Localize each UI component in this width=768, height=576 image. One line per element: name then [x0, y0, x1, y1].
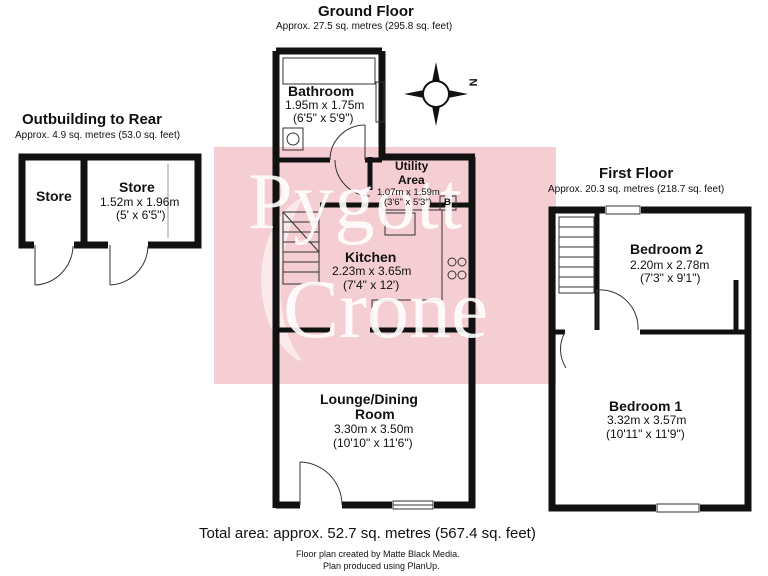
- lounge-label-line2: Room: [355, 406, 395, 422]
- bedroom1-dim-ft: (10'11" x 11'9"): [606, 427, 685, 441]
- ground-floor-fittings: [282, 57, 467, 510]
- compass-icon: [404, 62, 468, 126]
- lounge-dim-ft: (10'10" x 11'6"): [333, 436, 413, 450]
- outbuilding-area: Approx. 4.9 sq. metres (53.0 sq. feet): [15, 130, 181, 141]
- bathroom-dim-ft: (6'5" x 5'9"): [293, 111, 354, 125]
- outbuilding-title: Outbuilding to Rear: [22, 111, 162, 128]
- watermark-text-line1: Pygott: [248, 158, 463, 246]
- bedroom2-dim-m: 2.20m x 2.78m: [630, 258, 710, 272]
- store-dim-m: 1.52m x 1.96m: [100, 195, 180, 209]
- first-floor-walls: [548, 206, 752, 512]
- bathroom-dim-m: 1.95m x 1.75m: [285, 98, 365, 112]
- store-label: Store: [119, 179, 155, 195]
- bedroom2-label: Bedroom 2: [630, 241, 704, 257]
- lounge-label-line1: Lounge/Dining: [320, 391, 418, 407]
- ground-floor-title: Ground Floor: [318, 3, 414, 20]
- credit-line2: Plan produced using PlanUp.: [323, 561, 440, 571]
- bedroom1-dim-m: 3.32m x 3.57m: [607, 413, 687, 427]
- first-floor-title: First Floor: [599, 165, 674, 182]
- outbuilding-doors: [34, 245, 149, 286]
- bedroom1-label: Bedroom 1: [609, 398, 683, 414]
- kitchen-dim-ft: (7'4" x 12'): [343, 278, 400, 292]
- first-floor-fittings: [558, 205, 700, 513]
- ground-floor-area: Approx. 27.5 sq. metres (295.8 sq. feet): [276, 21, 453, 32]
- ground-floor-walls: [272, 47, 476, 509]
- watermark-text-line2: Crone: [283, 263, 489, 356]
- kitchen-dim-m: 2.23m x 3.65m: [332, 264, 412, 278]
- first-floor-area: Approx. 20.3 sq. metres (218.7 sq. feet): [548, 184, 725, 195]
- store-small-label: Store: [36, 188, 72, 204]
- utility-label-line2: Area: [398, 173, 425, 187]
- kitchen-label: Kitchen: [345, 249, 397, 265]
- bedroom2-dim-ft: (7'3" x 9'1"): [640, 271, 701, 285]
- compass-north-label: N: [466, 78, 479, 87]
- utility-dim-ft: (3'6" x 5'3"): [384, 197, 432, 208]
- credit-line1: Floor plan created by Matte Black Media.: [296, 549, 460, 559]
- total-area: Total area: approx. 52.7 sq. metres (567…: [199, 525, 536, 542]
- store-dim-ft: (5' x 6'5"): [116, 208, 166, 222]
- lounge-dim-m: 3.30m x 3.50m: [334, 422, 414, 436]
- boiler-label: B: [444, 197, 451, 208]
- bathroom-label: Bathroom: [288, 83, 355, 99]
- utility-dim-m: 1.07m x 1.59m: [377, 187, 440, 198]
- utility-label-line1: Utility: [395, 159, 429, 173]
